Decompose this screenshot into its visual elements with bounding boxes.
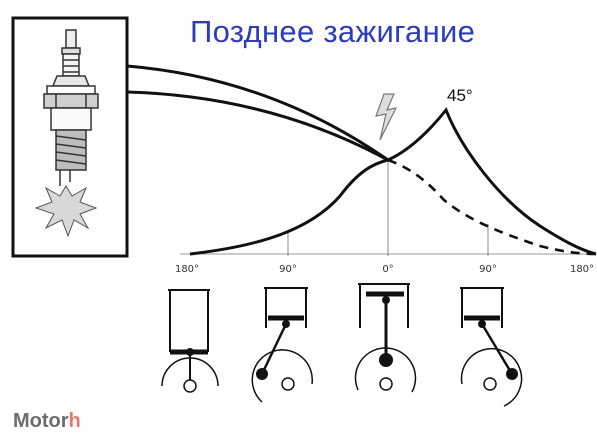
diagram-title: Позднее зажигание	[190, 14, 476, 49]
spark-burst	[34, 185, 98, 238]
connector-line-top	[126, 64, 389, 162]
pressure-curve-no-ignition	[387, 158, 597, 256]
peak-angle-label: 45°	[447, 86, 473, 105]
connector-line-bottom	[126, 90, 389, 162]
tick-label-180-left: 180°	[174, 264, 200, 275]
logo-tail: h	[68, 410, 81, 432]
watermark-logo: Motorh	[13, 410, 81, 433]
lightning-bolt-icon	[375, 93, 398, 141]
spark-plug-frame	[11, 16, 129, 258]
logo-text: Motor	[13, 410, 69, 432]
tick-label-180-right: 180°	[569, 264, 595, 275]
piston-90-left	[251, 287, 314, 403]
tick-label-0: 0°	[382, 264, 394, 275]
spark-plug-icon	[43, 29, 99, 186]
piston-90-right	[460, 287, 523, 407]
pressure-curve-late-ignition	[189, 107, 597, 256]
tick-label-90-right: 90°	[479, 264, 497, 275]
tick-label-90-left: 90°	[279, 264, 297, 275]
piston-bdc-left	[161, 289, 219, 393]
piston-tdc	[354, 283, 417, 393]
